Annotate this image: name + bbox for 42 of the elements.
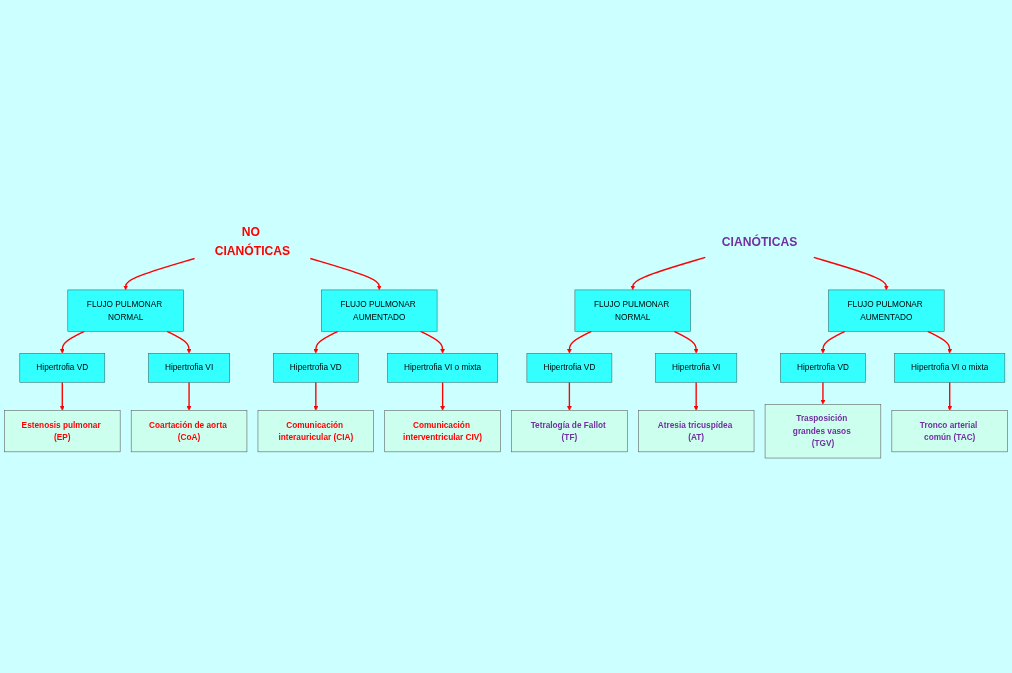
node-text: NO CIANÓTICAS xyxy=(214,225,291,258)
node-box: Hipertrofia VD xyxy=(780,353,866,383)
node-box: Tetralogía de Fallot (TF) xyxy=(511,410,628,453)
node-box: Comunicación interventricular CIV) xyxy=(384,410,501,453)
node-box: Hipertrofia VD xyxy=(273,353,359,383)
node-box: FLUJO PULMONAR AUMENTADO xyxy=(321,289,438,332)
arrow xyxy=(926,330,953,354)
node-box: Hipertrofia VI o mixta xyxy=(387,353,499,383)
arrow xyxy=(673,330,699,354)
arrow xyxy=(440,381,446,411)
node-box: FLUJO PULMONAR NORMAL xyxy=(574,289,691,332)
arrow xyxy=(313,381,319,411)
arrow xyxy=(59,381,65,411)
node-box: Tronco arterial común (TAC) xyxy=(891,410,1008,453)
node-box: FLUJO PULMONAR NORMAL xyxy=(67,289,184,332)
arrow xyxy=(166,330,192,354)
arrow xyxy=(820,381,826,405)
arrow xyxy=(813,256,889,291)
arrow xyxy=(693,381,699,411)
arrow xyxy=(309,257,382,291)
arrow xyxy=(313,330,339,354)
arrow xyxy=(630,256,706,291)
arrow xyxy=(566,330,593,354)
arrow xyxy=(123,257,196,291)
node-box: Hipertrofia VD xyxy=(526,353,613,383)
arrow xyxy=(419,330,446,354)
node-box: Hipertrofia VI xyxy=(148,353,230,383)
node-text: CIANÓTICAS xyxy=(721,234,798,249)
arrow xyxy=(566,381,572,411)
arrow xyxy=(820,330,846,354)
node-box: Comunicación interauricular (CIA) xyxy=(257,410,374,453)
node-box: Atresia tricuspídea (AT) xyxy=(638,410,755,453)
node-box: Hipertrofia VD xyxy=(19,353,106,383)
node-box: Trasposición grandes vasos (TGV) xyxy=(764,404,882,459)
node-box: Hipertrofia VI o mixta xyxy=(894,353,1006,383)
node-box: Coartación de aorta (CoA) xyxy=(130,410,248,453)
arrow xyxy=(947,381,953,411)
node-box: Estenosis pulmonar (EP) xyxy=(4,410,121,453)
arrow xyxy=(186,381,192,411)
arrow xyxy=(59,330,85,354)
node-box: FLUJO PULMONAR AUMENTADO xyxy=(828,289,945,332)
node-box: Hipertrofia VI xyxy=(655,353,738,383)
